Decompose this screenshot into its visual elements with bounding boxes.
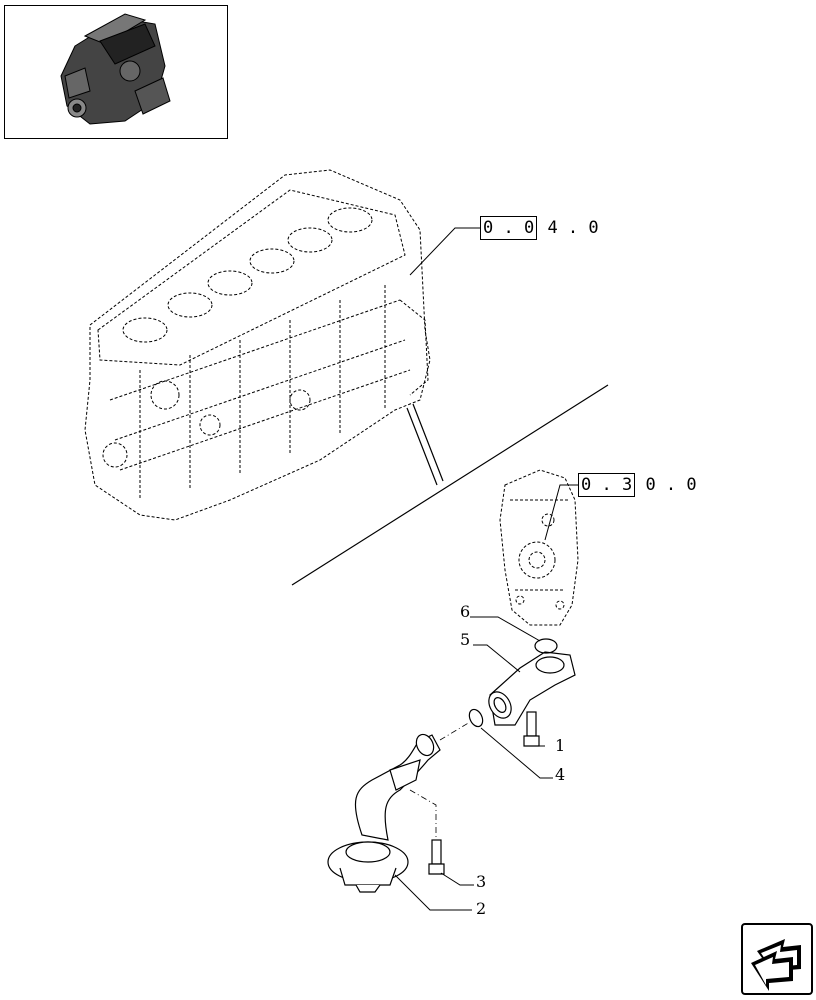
seal-ring-top: [534, 638, 558, 654]
next-page-button[interactable]: [741, 923, 813, 995]
reference-cover-boxed: 0 . 3: [578, 473, 636, 497]
assembly-lines: [409, 721, 471, 838]
reference-block-rest: 4 . 0: [547, 218, 599, 238]
reference-block-boxed: 0 . 0: [480, 216, 538, 240]
reference-leaders: [409, 227, 578, 541]
delivery-pipe: [488, 651, 576, 726]
reference-block[interactable]: 0 . 0 4 . 0: [480, 216, 599, 240]
engine-block: [84, 169, 431, 521]
engine-thumbnail-icon: [60, 13, 171, 125]
bolt-1: [523, 711, 540, 747]
reference-cover-rest: 0 . 0: [645, 475, 697, 495]
bolt-3: [428, 839, 445, 875]
callout-4: 4: [555, 765, 566, 784]
callout-2: 2: [476, 899, 487, 918]
break-line: [291, 384, 609, 586]
reference-cover[interactable]: 0 . 3 0 . 0: [578, 473, 697, 497]
callout-leaders: [394, 616, 553, 911]
callout-1: 1: [555, 736, 566, 755]
timing-cover: [499, 469, 579, 626]
seal-ring-lower: [468, 708, 484, 728]
callout-5: 5: [460, 630, 471, 649]
engine-thumbnail: [4, 5, 228, 139]
callout-6: 6: [460, 602, 471, 621]
next-page-arrow-icon: [751, 939, 801, 991]
suction-pipe-strainer: [327, 733, 441, 893]
callout-3: 3: [476, 872, 487, 891]
